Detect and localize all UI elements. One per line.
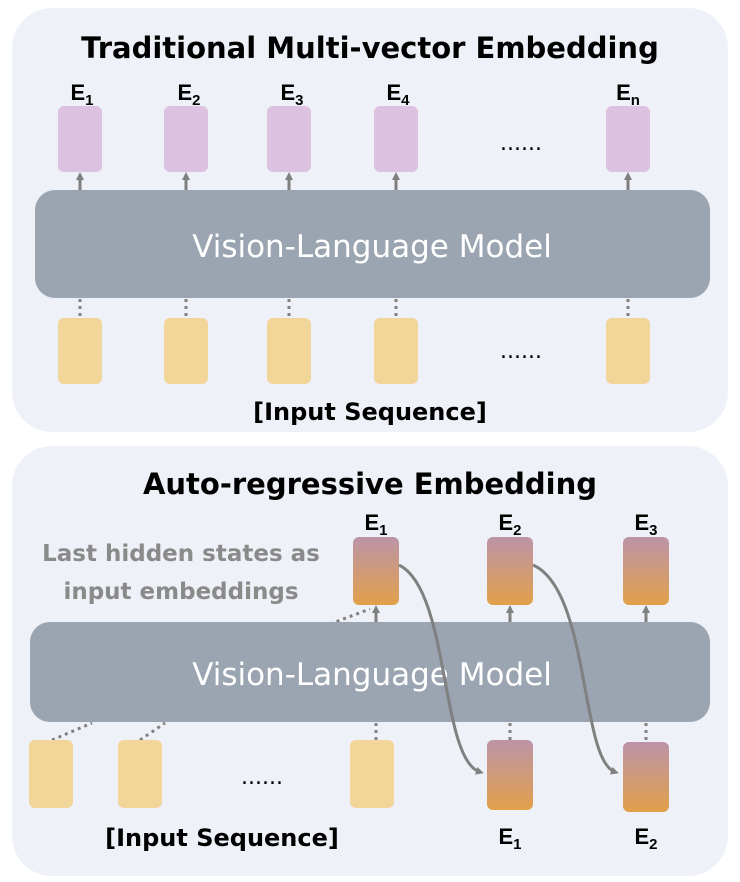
top-input-token-4 [374, 318, 418, 384]
top-output-token-4 [374, 106, 418, 172]
bottom-input-sequence-label: [Input Sequence] [105, 824, 339, 852]
top-input-sequence-label: [Input Sequence] [253, 398, 487, 426]
top-input-token-3 [267, 318, 311, 384]
top-input-token-1 [58, 318, 102, 384]
top-output-label-2: E2 [177, 80, 200, 109]
bottom-fed-label-1: E1 [498, 824, 521, 853]
top-model-block [35, 190, 710, 298]
bottom-fed-label-2: E2 [634, 824, 657, 853]
top-output-token-1 [58, 106, 102, 172]
bottom-input-token-3 [350, 740, 394, 808]
bottom-note-line1: Last hidden states as [42, 541, 320, 567]
top-input-token-2 [164, 318, 208, 384]
bottom-output-label-1: E1 [364, 510, 387, 539]
top-output-label-1: E1 [70, 80, 93, 109]
note-connector [329, 607, 371, 626]
top-up-arrows [76, 172, 632, 190]
top-panel-title: Traditional Multi-vector Embedding [81, 31, 659, 65]
top-output-token-n [606, 106, 650, 172]
feedback-arrows [398, 563, 619, 775]
bottom-up-arrows [372, 605, 650, 622]
bottom-model-label: Vision-Language Model [192, 657, 552, 693]
bottom-fed-token-2 [623, 742, 669, 812]
bottom-input-connectors [51, 721, 648, 742]
top-model-label: Vision-Language Model [192, 229, 552, 265]
bottom-note-line2: input embeddings [63, 579, 298, 605]
bottom-input-token-2 [118, 740, 162, 808]
top-output-token-2 [164, 106, 208, 172]
top-output-label-4: E4 [386, 80, 410, 109]
bottom-output-token-3 [623, 537, 669, 605]
top-input-ellipsis: ...... [500, 339, 542, 364]
bottom-fed-token-1 [487, 740, 533, 810]
bottom-output-token-2 [487, 537, 533, 605]
bottom-input-ellipsis: ...... [241, 765, 283, 790]
bottom-model-block [30, 622, 710, 722]
top-output-label-n: En [616, 80, 640, 109]
top-input-token-n [606, 318, 650, 384]
top-output-label-3: E3 [280, 80, 303, 109]
bottom-input-token-1 [29, 740, 73, 808]
top-output-ellipsis: ...... [500, 131, 542, 156]
bottom-panel-title: Auto-regressive Embedding [143, 467, 597, 501]
top-input-connectors [78, 299, 630, 318]
bottom-output-token-1 [353, 537, 399, 605]
top-output-token-3 [267, 106, 311, 172]
bottom-output-label-3: E3 [634, 510, 657, 539]
bottom-output-label-2: E2 [498, 510, 521, 539]
